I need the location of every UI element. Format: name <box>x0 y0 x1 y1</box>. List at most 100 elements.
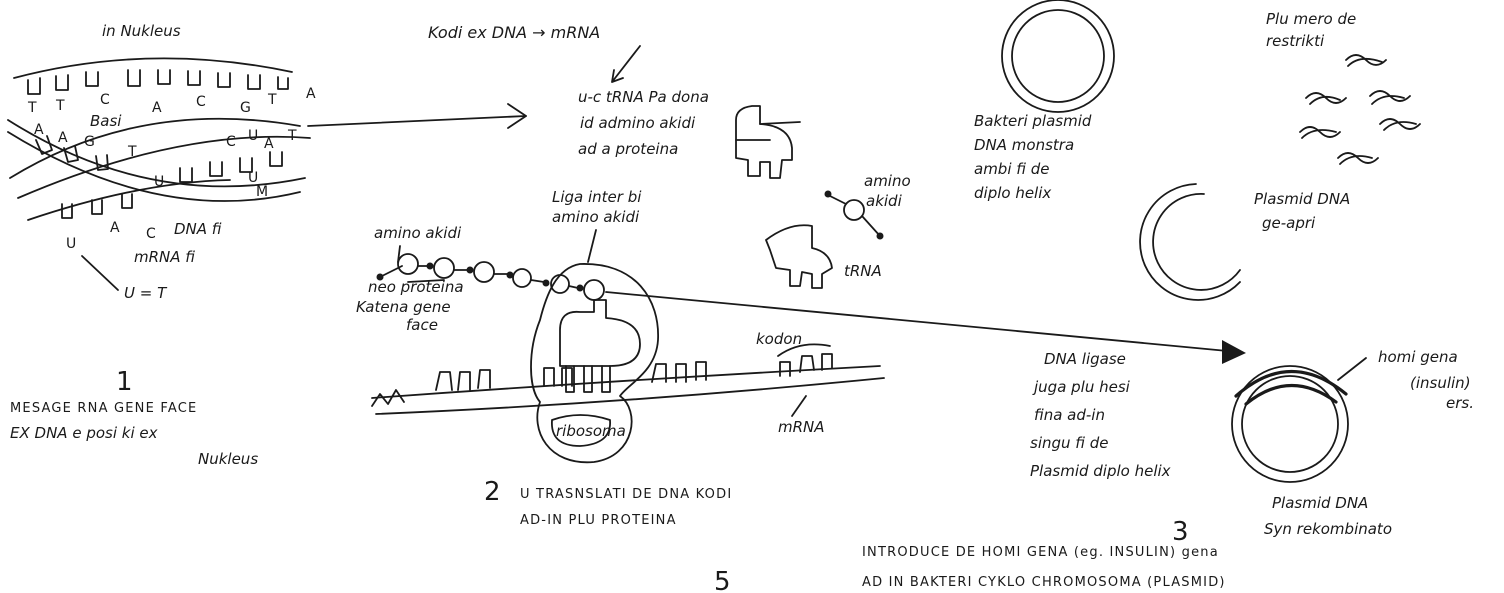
top-base-8: A <box>306 86 316 102</box>
katena-label-line-2: face <box>406 316 438 334</box>
lower-base-7: A <box>264 136 274 152</box>
mrna-label-pointer <box>791 395 807 417</box>
top-base-2: T <box>55 98 65 114</box>
chain-dot-4 <box>542 279 550 287</box>
lower-base-8: T <box>287 128 297 144</box>
ribosoma-label-ring <box>551 414 611 447</box>
footer-number: 5 <box>714 567 731 593</box>
bond-dot-a <box>824 190 832 198</box>
bottom-base-3: C <box>146 226 156 242</box>
ligase-note-line-3: fina ad-in <box>1034 406 1105 424</box>
lower-base-2: A <box>58 130 68 146</box>
ligase-note-line-4: singu fi de <box>1030 434 1109 452</box>
neo-proteina-label: neo proteina <box>368 278 464 296</box>
top-base-3: C <box>100 92 110 108</box>
recombinant-plasmid-inner <box>1241 375 1339 473</box>
trna-shape-2 <box>765 224 833 289</box>
homi-note-line-3: ers. <box>1446 394 1474 412</box>
panel-3-caption-line-1: INTRODUCE DE HOMI GENA (eg. INSULIN) gen… <box>862 545 1219 560</box>
panel-1: in Nukleus T T C A C G T A Basi A A G T … <box>7 22 316 468</box>
ribosome-trna <box>559 299 641 367</box>
mrna-codons <box>371 353 833 407</box>
chain-dot-0 <box>376 273 384 281</box>
neo-proteina-underline <box>407 279 445 283</box>
panel-1-number: 1 <box>116 367 133 397</box>
homi-note-line-2: (insulin) <box>1410 374 1471 392</box>
bacterial-plasmid-outer <box>1001 0 1115 113</box>
chain-dot-2 <box>466 266 474 274</box>
lower-base-1: A <box>34 122 44 138</box>
panel-3: Bakteri plasmid DNA monstra ambi fi de d… <box>862 0 1474 590</box>
long-arrow-head <box>1222 340 1246 364</box>
dna-strand-c <box>7 119 306 188</box>
dna-strand-top <box>13 57 293 79</box>
arrow-head <box>507 103 527 129</box>
bottom-base-4: U <box>248 170 258 186</box>
bakteri-note-line-3: ambi fi de <box>974 160 1049 178</box>
top-base-6: G <box>240 100 251 116</box>
open-plasmid-inner <box>1152 193 1241 291</box>
inserted-gene-inner <box>1244 383 1338 406</box>
restriction-fragments <box>1299 54 1421 165</box>
trna-note-line-3: ad a proteina <box>578 140 678 158</box>
bottom-base-pegs <box>61 193 133 219</box>
dna-strand-a <box>9 117 301 179</box>
liga-note-line-2: amino akidi <box>552 208 640 226</box>
chain-bond-4 <box>530 279 545 283</box>
amino-akidi-label-right-2: akidi <box>866 192 903 210</box>
dna-fi-label: DNA fi <box>174 220 222 238</box>
trna-shape-1 <box>735 105 793 179</box>
katena-label-line-1: Katena gene <box>356 298 451 316</box>
ribosoma-label: ribosoma <box>556 422 626 440</box>
ligase-note-line-2: juga plu hesi <box>1032 378 1131 396</box>
bottom-base-2: A <box>110 220 120 236</box>
amino-acid-bead-trna <box>843 199 865 221</box>
bottom-base-1: U <box>154 174 164 190</box>
chain-dot-3 <box>506 271 514 279</box>
bakteri-note-line-4: diplo helix <box>974 184 1051 202</box>
trna-note-line-1: u-c tRNA Pa dona <box>578 88 709 106</box>
chain-bond-5 <box>568 285 579 289</box>
trna-note-line-2: id admino akidi <box>580 114 696 132</box>
restrikt-note-line-2: restrikti <box>1266 32 1325 50</box>
panel-1-caption-line-1: MESAGE RNA GENE FACE <box>10 401 197 416</box>
panel-1-caption-line-3: Nukleus <box>198 450 258 468</box>
panel-2-caption-line-1: U TRASNSLATI DE DNA KODI <box>520 487 732 502</box>
panel-2-caption-line-2: AD-IN PLU PROTEINA <box>520 513 677 528</box>
trna-shape-1-detail <box>735 121 801 141</box>
lower-base-4: T <box>127 144 137 160</box>
nucleus-label: in Nukleus <box>102 22 181 40</box>
top-base-5: C <box>196 94 206 110</box>
restrikt-note-line-1: Plu mero de <box>1266 10 1356 28</box>
bond-dot-b <box>876 232 884 240</box>
panel-2-title: Kodi ex DNA → mRNA <box>428 23 600 42</box>
panel-1-caption-line-2: EX DNA e posi ki ex <box>10 424 158 442</box>
arrow-to-panel-2 <box>307 103 527 129</box>
trna-label: tRNA <box>844 262 882 280</box>
bottom-base-5: M <box>256 184 268 200</box>
bakteri-note-line-1: Bakteri plasmid <box>974 112 1092 130</box>
ligase-note-line-1: DNA ligase <box>1044 350 1126 368</box>
panel-2: Kodi ex DNA → mRNA u-c tRNA Pa dona id a… <box>356 23 911 528</box>
recomb-note-line-1: Plasmid DNA <box>1272 494 1368 512</box>
top-base-1: T <box>27 100 37 116</box>
lower-base-5: C <box>226 134 236 150</box>
mrna-label: mRNA <box>778 418 825 436</box>
ribosome-trna-anticodon <box>565 365 611 393</box>
long-arrow-line <box>605 291 1239 353</box>
arrow-to-panel-3 <box>605 291 1246 364</box>
plasmid-open-line-1: Plasmid DNA <box>1254 190 1350 208</box>
chain-bead-2 <box>433 257 455 279</box>
amino-akidi-label-right-1: amino <box>864 172 911 190</box>
inserted-gene-outer <box>1234 369 1348 398</box>
kodon-label: kodon <box>756 330 802 348</box>
chain-dot-5 <box>576 284 584 292</box>
mrna-strand <box>27 179 231 221</box>
dna-strand-b <box>17 135 311 199</box>
dna-strand-d <box>7 131 301 202</box>
mrna-upper-line <box>371 365 881 399</box>
lower-base-pegs <box>35 135 283 183</box>
u-eq-t-pointer <box>81 255 119 291</box>
u-eq-t-label: U = T <box>124 284 168 302</box>
